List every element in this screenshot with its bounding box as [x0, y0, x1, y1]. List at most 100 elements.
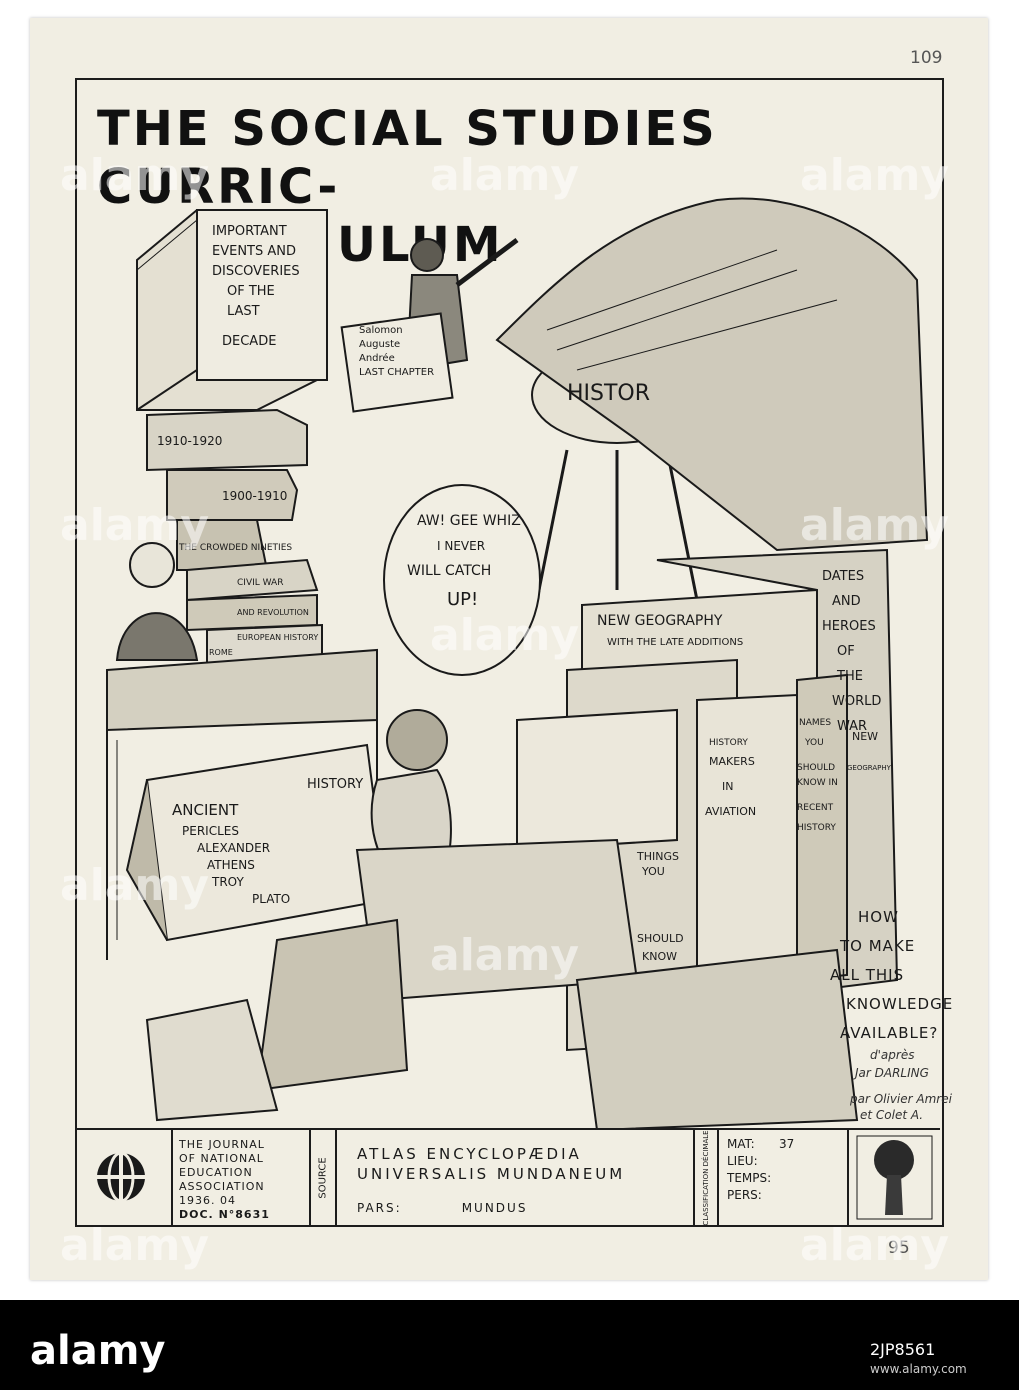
ancient-line-3: ALEXANDER	[197, 841, 270, 855]
credit-line-2: Jar DARLING	[855, 1066, 929, 1080]
meta-row-lieu: LIEU:	[727, 1153, 839, 1170]
stack-label-4: CIVIL WAR	[237, 578, 283, 588]
events-label-5: LAST	[227, 304, 260, 319]
credit-line-3: par Olivier Amrei	[850, 1092, 952, 1106]
ancient-line-2: PERICLES	[182, 824, 239, 838]
watermark: alamy	[430, 150, 579, 201]
mundaneum-logo-cell	[75, 1130, 173, 1225]
metadata-cell: MAT:37 LIEU: TEMPS: PERS:	[719, 1130, 849, 1225]
meta-row-pers: PERS:	[727, 1187, 839, 1204]
stack-label-1: 1910-1920	[157, 434, 222, 448]
names-line-2: YOU	[804, 738, 824, 748]
tree-emblem-cell	[849, 1130, 940, 1225]
source-label-cell: SOURCE	[311, 1130, 337, 1225]
names-line-6: HISTORY	[797, 823, 836, 833]
atlas-line-1: ATLAS ENCYCLOPÆDIA	[357, 1145, 582, 1163]
things-line-1: THINGS	[636, 850, 679, 863]
how-line-4: KNOWLEDGE	[846, 995, 954, 1013]
events-label-1: IMPORTANT	[212, 224, 287, 239]
stack-label-7: ROME	[209, 648, 233, 657]
makers-line-2: MAKERS	[709, 755, 755, 768]
credit-line-1: d'après	[870, 1048, 915, 1062]
makers-line-3: IN	[722, 780, 733, 793]
names-line-1: NAMES	[799, 718, 831, 728]
ancient-line-6: PLATO	[252, 892, 290, 906]
source-label: SOURCE	[317, 1156, 329, 1199]
letter-line-4: LAST CHAPTER	[359, 367, 434, 378]
heroes-line-3: HEROES	[822, 619, 876, 634]
things-line-2: YOU	[641, 865, 665, 878]
journal-date: 1936. 04	[179, 1194, 236, 1207]
heroes-line-7: WAR	[837, 719, 867, 734]
meta-row-mat: MAT:37	[727, 1136, 839, 1153]
how-caption: HOW TO MAKE ALL THIS KNOWLEDGE AVAILABLE…	[820, 903, 990, 1048]
ancient-line-7: HISTORY	[307, 777, 363, 792]
stack-label-2: 1900-1910	[222, 489, 287, 503]
heroes-line-1: DATES	[822, 569, 864, 584]
credit-line-4: et Colet A.	[860, 1108, 924, 1122]
right-book-stack	[516, 548, 899, 1052]
watermark: alamy	[430, 610, 579, 661]
atlas-cell: ATLAS ENCYCLOPÆDIA UNIVERSALIS MUNDANEUM…	[337, 1130, 695, 1225]
stock-logo[interactable]: alamy	[30, 1328, 166, 1374]
watermark: alamy	[60, 150, 209, 201]
speech-line-3: WILL CATCH	[407, 563, 491, 579]
meta-value: 37	[779, 1137, 795, 1151]
paper-sheet: 109 95 THE SOCIAL STUDIES CURRIC- ULUM	[30, 18, 988, 1280]
heroes-line-6: WORLD	[832, 694, 881, 709]
names-line-5: RECENT	[797, 803, 834, 813]
watermark: alamy	[800, 1220, 949, 1271]
heroes-line-5: THE	[836, 669, 863, 684]
meta-key: TEMPS:	[727, 1171, 772, 1185]
doc-number: DOC. N°8631	[179, 1208, 270, 1221]
archive-footer: THE JOURNAL OF NATIONAL EDUCATION ASSOCI…	[75, 1128, 940, 1226]
events-label-6: DECADE	[222, 334, 276, 349]
journal-line-2: OF NATIONAL	[179, 1152, 264, 1165]
cartoon-illustration: IMPORTANT EVENTS AND DISCOVERIES OF THE …	[106, 197, 929, 1130]
stack-label-3: THE CROWDED NINETIES	[178, 543, 292, 553]
should-line-1: SHOULD	[637, 932, 684, 945]
stock-info-bar: alamy 2JP8561 www.alamy.com	[0, 1300, 1019, 1390]
corner-page-number: 109	[910, 48, 943, 68]
watermark: alamy	[800, 500, 949, 551]
stock-url[interactable]: www.alamy.com	[870, 1362, 967, 1376]
watermark: alamy	[800, 150, 949, 201]
history-books-stack	[146, 408, 323, 667]
stack-label-6: EUROPEAN HISTORY	[237, 633, 318, 642]
stack-label-5: AND REVOLUTION	[237, 608, 309, 617]
globe-icon	[97, 1151, 145, 1203]
events-label-4: OF THE	[227, 284, 275, 299]
image-id: 2JP8561	[870, 1340, 936, 1359]
geography-title: NEW GEOGRAPHY	[597, 613, 723, 629]
how-line-5: AVAILABLE?	[840, 1024, 939, 1042]
letter-line-1: Salomon	[359, 325, 403, 336]
atlas-line-2: UNIVERSALIS MUNDANEUM	[357, 1165, 626, 1183]
names-line-3: SHOULD	[797, 763, 835, 773]
ancient-line-4: ATHENS	[207, 858, 255, 872]
ancient-line-5: TROY	[211, 875, 244, 889]
teacher-figure	[115, 542, 199, 661]
letter-line-2: Auguste	[359, 339, 400, 350]
heroes-line-2: AND	[832, 594, 861, 609]
papers-pile	[495, 197, 929, 552]
speech-line-2: I NEVER	[437, 539, 485, 553]
how-line-3: ALL THIS	[830, 966, 905, 984]
names-line-4: KNOW IN	[797, 778, 838, 788]
ancient-line-1: ANCIENT	[172, 801, 239, 819]
pars-row: PARS:MUNDUS	[357, 1198, 673, 1218]
courier-figure	[340, 238, 519, 413]
makers-line-4: AVIATION	[705, 805, 756, 818]
heroes-line-4: OF	[837, 644, 855, 659]
newgeo-line-2: GEOGRAPHY	[847, 764, 892, 772]
title-line-1: THE SOCIAL STUDIES CURRIC-	[97, 101, 718, 215]
makers-line-1: HISTORY	[709, 738, 748, 748]
speech-bubble	[383, 484, 541, 676]
journal-source-cell: THE JOURNAL OF NATIONAL EDUCATION ASSOCI…	[173, 1130, 311, 1225]
journal-line-4: ASSOCIATION	[179, 1180, 265, 1193]
meta-key: LIEU:	[727, 1154, 758, 1168]
classification-label: CLASSIFICATION DÉCIMALE	[702, 1129, 710, 1226]
meta-key: PERS:	[727, 1188, 762, 1202]
watermark: alamy	[60, 500, 209, 551]
journal-line-3: EDUCATION	[179, 1166, 253, 1179]
should-line-2: KNOW	[642, 950, 677, 963]
